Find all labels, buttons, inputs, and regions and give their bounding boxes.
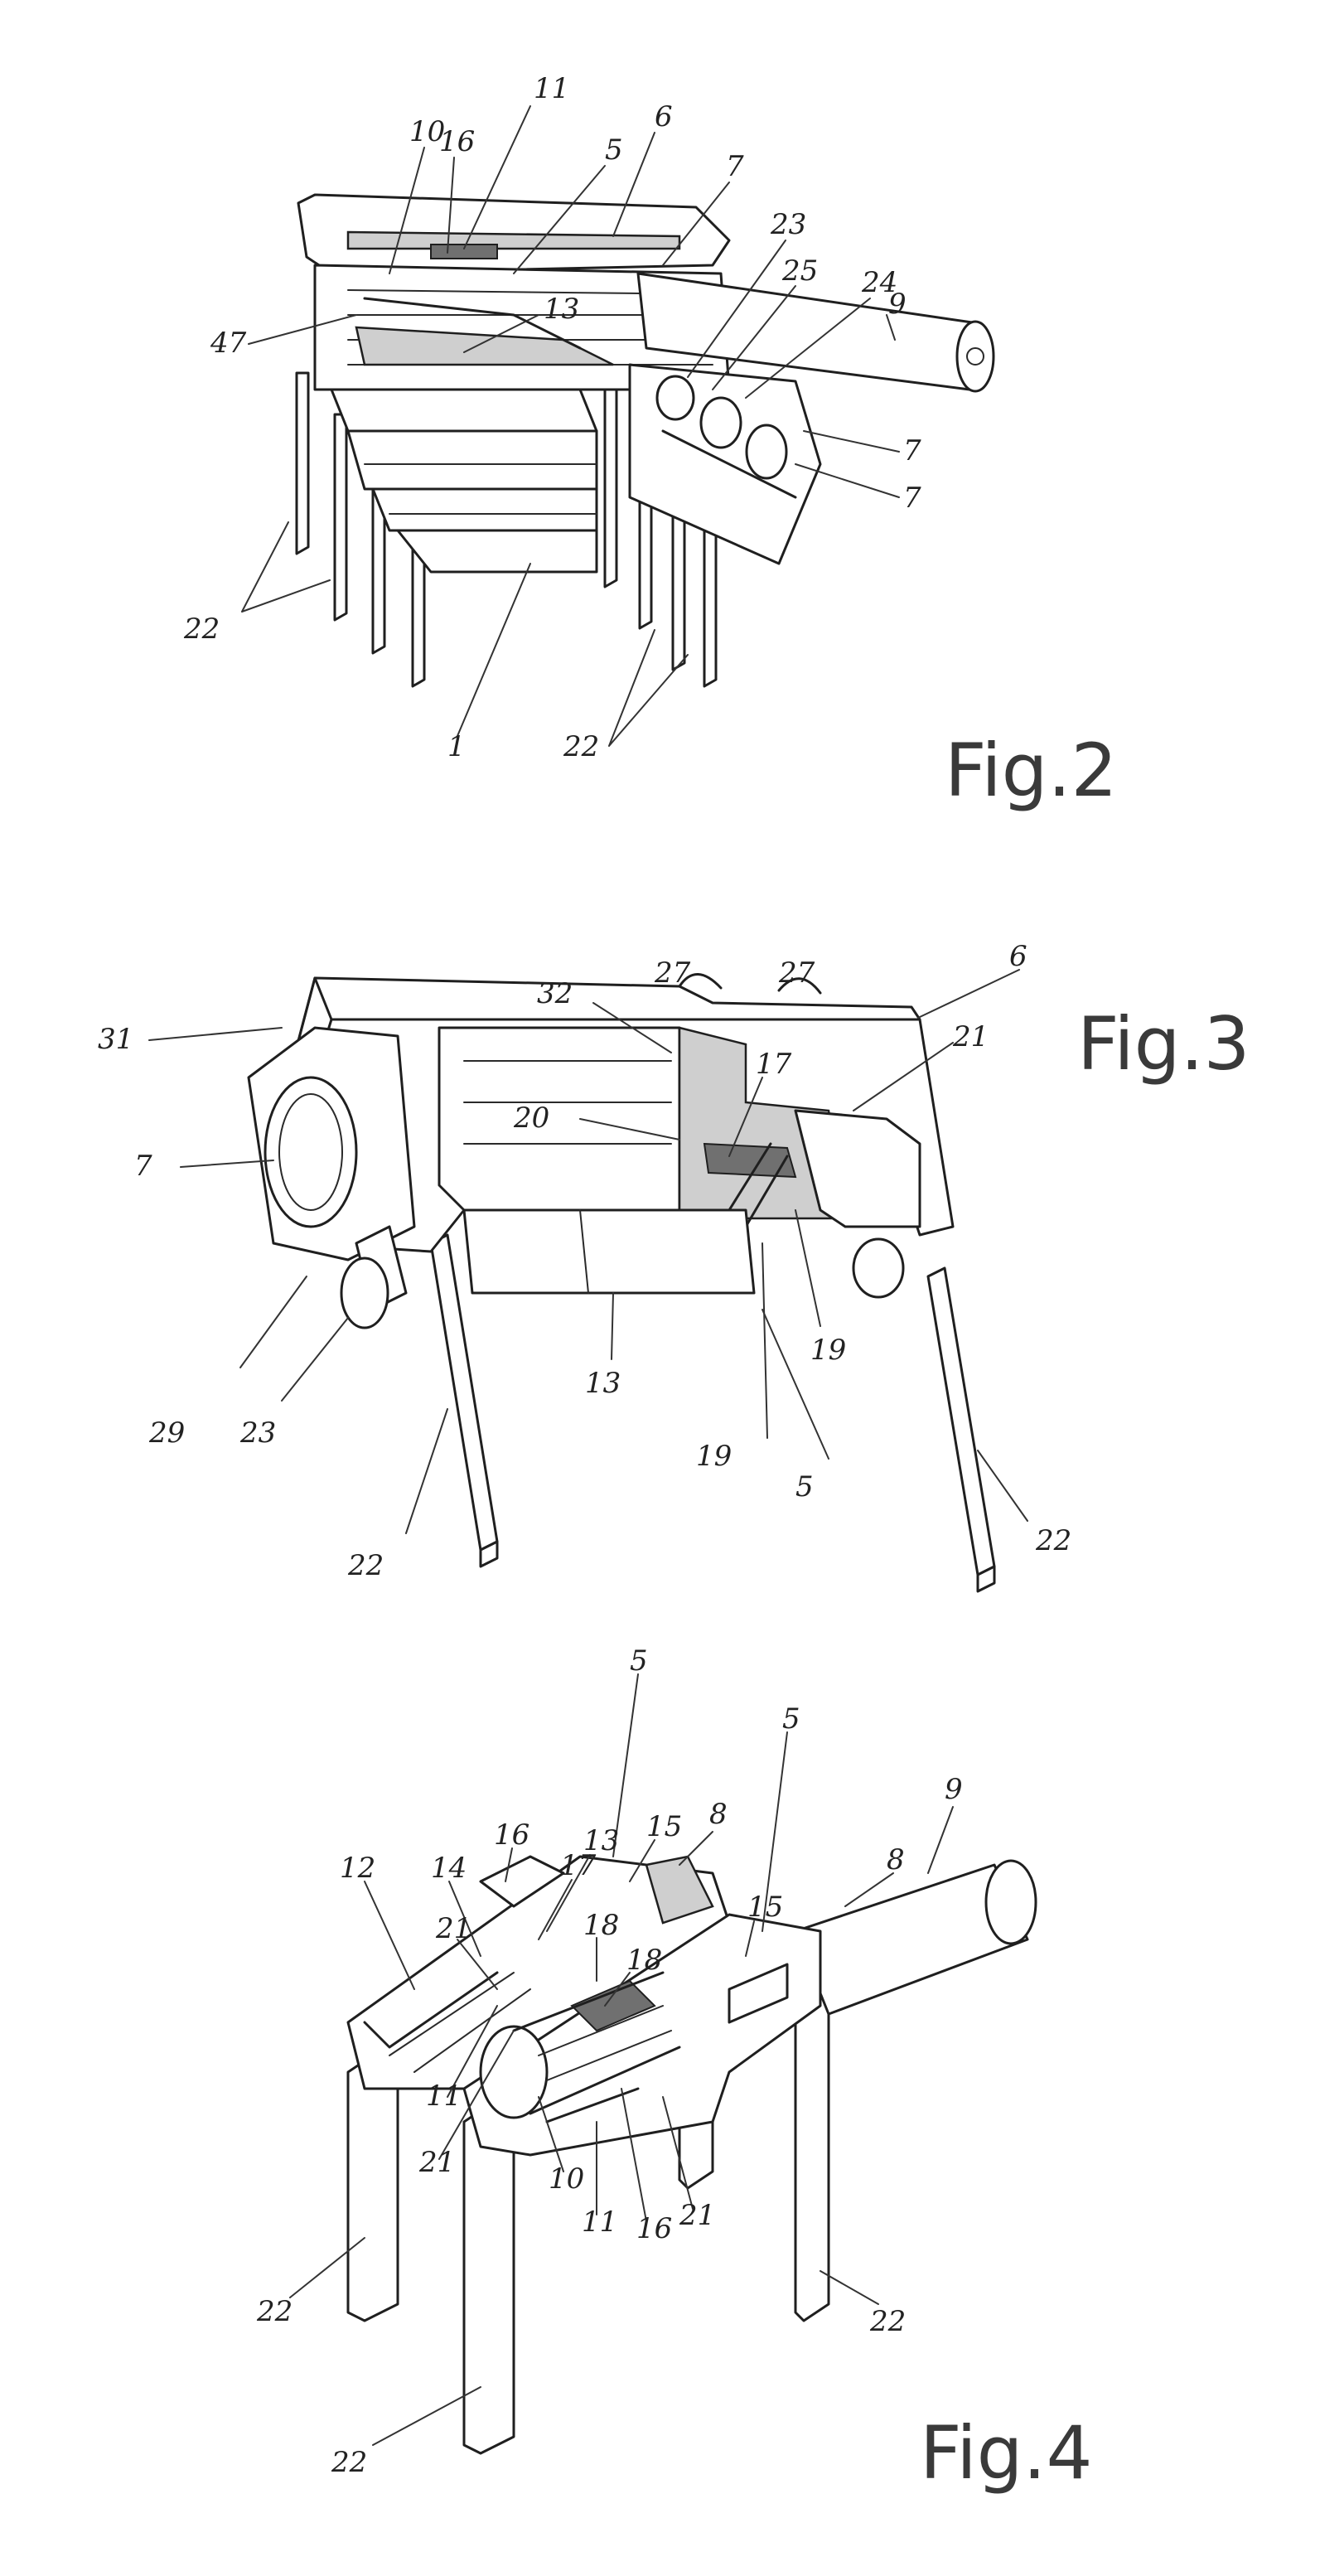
fig2-socket-block <box>628 363 822 565</box>
fig4-contact-element-rear <box>346 1855 731 2090</box>
fig2-ref-label: 7 <box>903 482 921 515</box>
fig4-ref-label: 8 <box>709 1798 728 1831</box>
fig3-ref-label: 13 <box>585 1367 621 1400</box>
fig2-ref-label: 25 <box>781 254 818 288</box>
fig4-ref-label: 10 <box>549 2162 584 2196</box>
fig4-ref-label: 18 <box>583 1909 619 1942</box>
fig2-ref-label: 16 <box>439 125 475 158</box>
fig3-ref-label: 31 <box>98 1023 133 1056</box>
figure-3-housing: 32 27 27 6 31 21 20 17 7 29 23 13 19 19 … <box>98 940 1250 1593</box>
fig4-ref-label: 16 <box>494 1818 529 1852</box>
fig2-ref-label: 23 <box>770 208 806 241</box>
fig2-ref-label: 7 <box>903 434 921 467</box>
figure-2-connector-section: 11 6 10 16 5 7 9 23 25 24 47 13 7 7 22 1… <box>183 72 1117 813</box>
fig4-contact-element-front <box>462 1913 822 2157</box>
fig4-ref-label: 22 <box>256 2295 293 2328</box>
fig2-ref-label: 10 <box>409 115 445 148</box>
fig2-body-1 <box>330 388 598 574</box>
fig3-ref-label: 5 <box>795 1470 814 1503</box>
fig3-ref-label: 27 <box>654 956 691 990</box>
fig3-leader-lines <box>148 969 1028 1534</box>
fig2-ref-label: 47 <box>210 327 247 360</box>
fig3-ref-label: 21 <box>952 1020 989 1053</box>
fig2-ref-label: 1 <box>447 730 466 763</box>
fig4-ref-label: 21 <box>435 1912 471 1945</box>
fig3-ref-label: 22 <box>1035 1524 1071 1557</box>
fig3-ref-label: 22 <box>347 1549 384 1582</box>
fig4-ref-label: 5 <box>630 1644 648 1678</box>
fig4-ref-label: 9 <box>945 1773 963 1806</box>
fig4-ref-label: 21 <box>418 2146 455 2179</box>
fig2-ref-label: 22 <box>183 613 220 646</box>
fig2-reference-labels: 11 6 10 16 5 7 9 23 25 24 47 13 7 7 22 1… <box>183 72 921 763</box>
fig4-ref-label: 15 <box>646 1810 682 1843</box>
figure-caption: Fig.4 <box>920 2410 1092 2496</box>
fig2-ref-label: 13 <box>544 293 579 326</box>
fig4-ref-label: 21 <box>679 2199 715 2232</box>
fig4-ref-label: 22 <box>869 2305 906 2338</box>
fig3-ref-label: 19 <box>810 1334 846 1367</box>
fig4-ref-label: 11 <box>582 2206 617 2239</box>
fig4-ref-label: 12 <box>340 1852 375 1885</box>
fig4-ref-label: 8 <box>887 1843 905 1876</box>
fig3-reference-labels: 32 27 27 6 31 21 20 17 7 29 23 13 19 19 … <box>98 940 1071 1582</box>
fig4-ref-label: 15 <box>747 1891 783 1924</box>
fig2-ref-label: 11 <box>534 72 569 105</box>
figure-caption: Fig.3 <box>1077 1001 1250 1087</box>
fig4-ref-label: 5 <box>782 1702 800 1736</box>
fig4-pins <box>346 1971 830 2455</box>
fig4-ref-label: 14 <box>431 1852 467 1885</box>
fig3-front-socket <box>247 1026 416 1329</box>
fig3-ref-label: 27 <box>778 956 815 990</box>
fig2-leader-lines <box>241 105 900 747</box>
fig3-ref-label: 19 <box>696 1440 732 1473</box>
fig3-ref-label: 32 <box>537 977 573 1010</box>
fig3-ref-label: 29 <box>148 1416 185 1450</box>
fig2-ref-label: 6 <box>655 100 673 133</box>
fig4-ref-label: 11 <box>426 2080 462 2113</box>
fig4-ref-label: 18 <box>626 1944 662 1977</box>
fig4-leader-lines <box>289 1673 954 2446</box>
fig2-ref-label: 7 <box>726 150 744 183</box>
fig4-ref-label: 17 <box>560 1849 597 1882</box>
fig3-ref-label: 6 <box>1009 940 1027 973</box>
fig3-ref-label: 17 <box>756 1048 792 1081</box>
figure-4-contact-elements: 5 5 8 16 13 15 8 9 12 14 21 17 15 18 18 … <box>256 1644 1092 2496</box>
fig4-ref-label: 22 <box>331 2446 367 2479</box>
fig3-ref-label: 20 <box>513 1102 549 1135</box>
fig2-ref-label: 24 <box>861 266 897 299</box>
fig2-ref-label: 22 <box>563 730 599 763</box>
fig3-ref-label: 23 <box>239 1416 276 1450</box>
fig4-reference-labels: 5 5 8 16 13 15 8 9 12 14 21 17 15 18 18 … <box>256 1644 963 2479</box>
fig4-ref-label: 13 <box>583 1824 619 1857</box>
fig3-ref-label: 7 <box>134 1150 152 1183</box>
fig2-ref-label: 9 <box>888 288 907 321</box>
fig4-cable-9 <box>794 1859 1037 2016</box>
fig2-cable-9 <box>636 272 995 393</box>
figure-caption: Fig.2 <box>945 728 1117 813</box>
fig4-ref-label: 16 <box>636 2212 672 2245</box>
fig2-ref-label: 5 <box>605 133 623 167</box>
